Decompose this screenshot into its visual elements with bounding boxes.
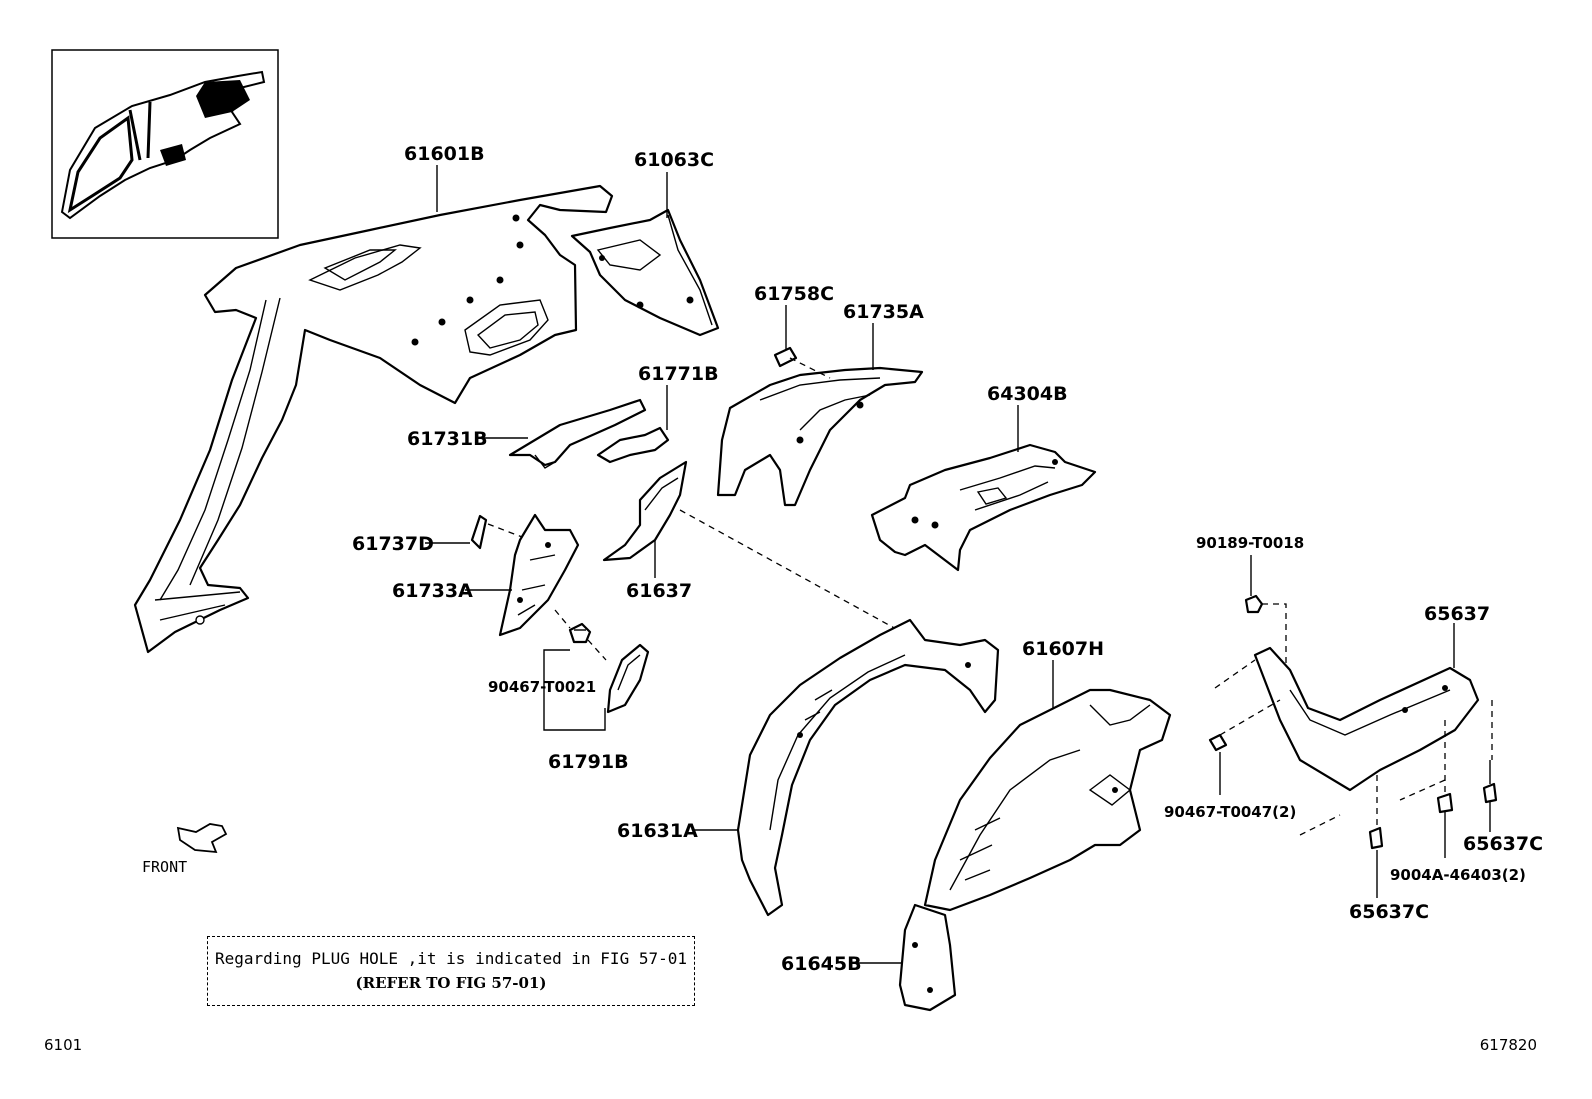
label-61601B: 61601B [404,143,485,165]
part-61607H-drawing [923,688,1172,912]
part-61063C-drawing [570,208,720,337]
part-65637C-bolt-right [1482,760,1498,804]
label-61063C: 61063C [634,149,714,171]
part-64304B-drawing [870,443,1097,572]
label-65637C-left: 65637C [1349,901,1429,923]
figure-code: 617820 [1479,1036,1537,1054]
label-65637: 65637 [1424,603,1490,625]
label-61737D: 61737D [352,533,434,555]
vehicle-thumbnail [51,49,279,239]
part-61735A-drawing [716,366,924,507]
note-line-2: (REFER TO FIG 57-01) [355,974,547,992]
part-90467-T0047-drawing [1208,733,1228,752]
page-code: 6101 [44,1036,83,1054]
plug-hole-note: Regarding PLUG HOLE ,it is indicated in … [207,936,695,1006]
part-90189-T0018-drawing [1244,594,1264,614]
label-90189-T0018: 90189-T0018 [1196,534,1304,552]
part-61645B-drawing [898,903,957,1012]
label-61731B: 61731B [407,428,488,450]
part-61758C-drawing [773,346,798,368]
part-90467-T0021-drawing [568,622,592,644]
front-arrow-icon [176,823,228,854]
label-90467-T0047: 90467-T0047(2) [1164,803,1296,821]
label-90467-T0021: 90467-T0021 [488,678,596,696]
part-61637-drawing [602,460,688,562]
part-61733A-drawing [498,513,580,637]
part-61631A-drawing [736,618,1000,917]
part-9004A-46403-nut [1436,792,1454,814]
label-61735A: 61735A [843,301,924,323]
front-direction-label: FRONT [142,858,188,876]
part-65637-drawing [1253,646,1480,792]
label-61607H: 61607H [1022,638,1104,660]
label-64304B: 64304B [987,383,1068,405]
label-61791B: 61791B [548,751,629,773]
label-61631A: 61631A [617,820,698,842]
part-61791B-drawing [606,643,650,714]
part-65637C-bolt-left [1368,826,1384,850]
label-61771B: 61771B [638,363,719,385]
note-line-1: Regarding PLUG HOLE ,it is indicated in … [214,949,687,968]
label-61645B: 61645B [781,953,862,975]
part-61771B-drawing [596,426,670,464]
label-61637: 61637 [626,580,692,602]
part-61601B-drawing [133,184,614,654]
label-9004A-46403: 9004A-46403(2) [1390,866,1526,884]
label-61758C: 61758C [754,283,834,305]
part-61731B-drawing [508,398,647,469]
label-61733A: 61733A [392,580,473,602]
label-65637C-right: 65637C [1463,833,1543,855]
part-61737D-drawing [470,514,488,550]
